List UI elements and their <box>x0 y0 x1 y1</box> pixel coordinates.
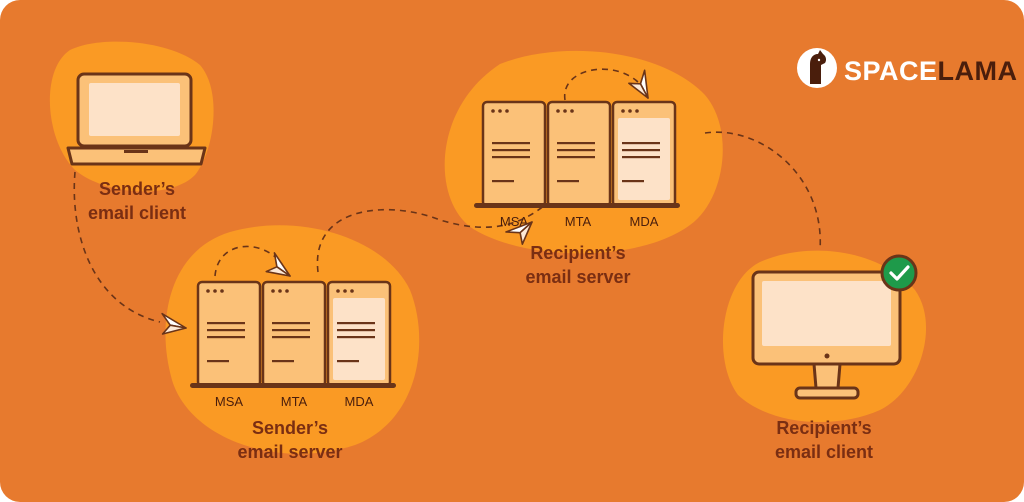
recipient-server-label-line2: email server <box>525 267 630 287</box>
recipient-client-label-line2: email client <box>775 442 873 462</box>
recipient-mta-server-icon <box>546 100 612 208</box>
brand-part-space: SPACE <box>844 56 938 86</box>
sender-mda-label: MDA <box>345 394 374 409</box>
flow-client-to-msa <box>73 171 161 323</box>
recipient-monitor-icon <box>751 270 902 400</box>
brand-name: SPACELAMA <box>844 56 1018 86</box>
recipient-mda-label: MDA <box>630 214 659 229</box>
sender-mta-server-icon <box>261 280 327 388</box>
flow-mta-to-mda-recipient <box>564 68 641 101</box>
recipient-client-label-line1: Recipient’s <box>776 418 871 438</box>
sender-rack-base <box>190 383 396 388</box>
recipient-msa-server-icon <box>481 100 547 208</box>
sender-server-label-line2: email server <box>237 442 342 462</box>
recipient-rack-base <box>474 203 680 208</box>
sender-server-label-line1: Sender’s <box>252 418 328 438</box>
sender-laptop-icon <box>66 72 207 166</box>
recipient-mta-label: MTA <box>565 214 592 229</box>
recipient-server-label-line1: Recipient’s <box>530 243 625 263</box>
sender-server-rack <box>190 280 396 388</box>
check-badge-icon <box>880 254 918 292</box>
sender-mta-label: MTA <box>281 394 308 409</box>
sender-mda-server-icon <box>326 280 392 388</box>
sender-msa-label: MSA <box>215 394 244 409</box>
sender-msa-server-icon <box>196 280 262 388</box>
recipient-server-rack <box>474 100 680 208</box>
llama-head-shape <box>810 50 827 84</box>
sender-client-label-line2: email client <box>88 203 186 223</box>
brand-part-lama: LAMA <box>938 56 1018 86</box>
recipient-mda-server-icon <box>611 100 677 208</box>
spacelama-logo: SPACELAMA <box>797 48 1018 88</box>
sender-client-label-line1: Sender’s <box>99 179 175 199</box>
